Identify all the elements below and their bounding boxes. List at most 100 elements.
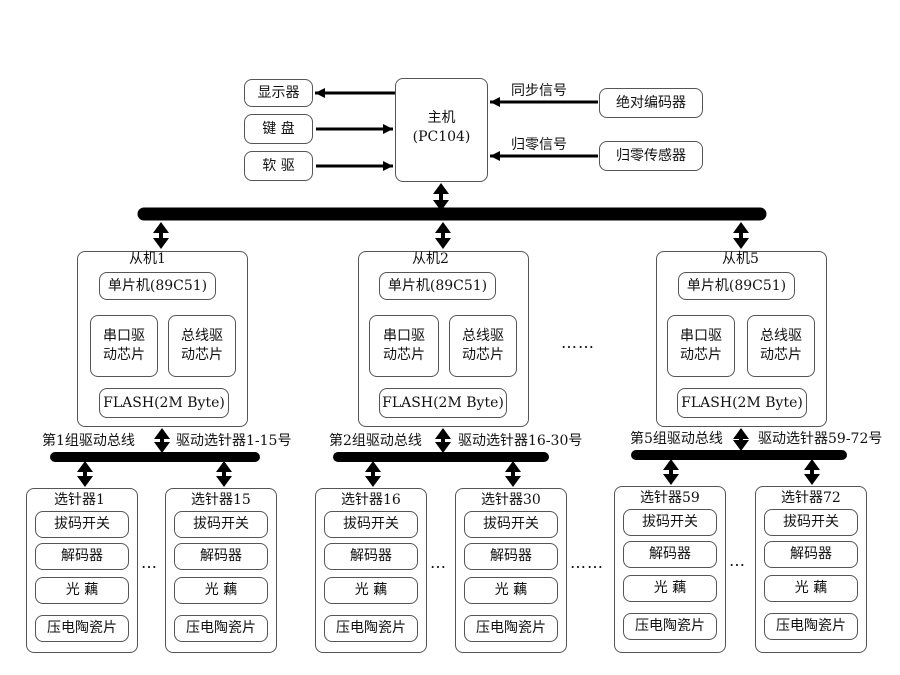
arrow-bus-sel59-head-up [663,459,679,470]
decoder-box: 解码器 [324,543,418,570]
host-title: 主机 [427,109,456,126]
arrow-bus-sel16-head-down [365,476,381,487]
arrow-bus-sel15-head-up [216,461,232,472]
arrow-host-bus-head-up [433,183,449,194]
decoder-box: 解码器 [35,543,129,570]
bus-label-5: 第5组驱动总线 [629,431,724,447]
selector-name: 选针器59 [640,490,700,506]
arrow-slave5-bus-head-down [733,440,749,451]
arrow-slave5-bus-head-up [733,428,749,439]
arrow-slave1-bus-head-down [154,442,170,453]
selector-box-15: 选针器15 拔码开关 解码器 光 藕 压电陶瓷片 [165,488,277,653]
dip-switch-box: 拔码开关 [324,511,418,538]
range-label-1: 驱动选针器1-15号 [175,433,293,449]
arrow-floppy-to-host-head [383,161,393,171]
zero-sensor-box: 归零传感器 [599,141,703,171]
arrow-host-to-display-head [315,88,325,98]
serial-driver-box: 串口驱 动芯片 [369,315,439,377]
arrow-sensor-to-host-head [490,151,500,161]
flash-box: FLASH(2M Byte) [677,388,807,418]
selector-name: 选针器15 [191,492,251,508]
arrow-bus-slave2-head-up [435,222,451,233]
optocoupler-box: 光 藕 [35,577,129,604]
piezo-box: 压电陶瓷片 [764,613,858,640]
keyboard-label: 键 盘 [262,120,295,137]
selector-name: 选针器16 [341,492,401,508]
arrow-bus-sel72-head-down [804,474,820,485]
arrow-host-bus-head-down [433,200,449,211]
optocoupler-box: 光 藕 [623,575,717,602]
dip-switch-box: 拔码开关 [764,509,858,536]
selector-box-59: 选针器59 拔码开关 解码器 光 藕 压电陶瓷片 [614,486,726,653]
arrow-slave2-bus-head-down [435,442,451,453]
selector-ellipsis-3: …… [570,553,604,572]
dip-switch-box: 拔码开关 [464,511,558,538]
selector-ellipsis-1: … [141,553,158,572]
bus-driver-box: 总线驱 动芯片 [168,315,236,377]
selector-name: 选针器30 [481,492,541,508]
arrow-bus-sel16-head-up [365,461,381,472]
arrow-bus-sel1-head-down [77,476,93,487]
piezo-box: 压电陶瓷片 [464,615,558,642]
serial-driver-box: 串口驱 动芯片 [90,315,158,377]
host-subtitle: (PC104) [412,128,471,145]
decoder-box: 解码器 [764,541,858,568]
slave-box-2: 从机2 单片机(89C51) 串口驱 动芯片 总线驱 动芯片 FLASH(2M … [358,251,529,427]
encoder-label: 绝对编码器 [616,94,686,111]
dip-switch-box: 拔码开关 [623,509,717,536]
slave-name: 从机1 [129,251,166,267]
piezo-box: 压电陶瓷片 [324,615,418,642]
arrow-encoder-to-host-head [490,97,500,107]
selector-box-1: 选针器1 拔码开关 解码器 光 藕 压电陶瓷片 [26,488,138,653]
selector-name: 选针器1 [54,492,105,508]
host-box: 主机 (PC104) [395,78,488,182]
arrow-bus-sel72-head-up [804,459,820,470]
selector-ellipsis-4: … [729,551,746,570]
arrow-bus-slave1-head-down [153,238,169,249]
optocoupler-box: 光 藕 [174,577,268,604]
bus-driver-box: 总线驱 动芯片 [449,315,517,377]
flash-box: FLASH(2M Byte) [99,388,229,418]
selector-box-72: 选针器72 拔码开关 解码器 光 藕 压电陶瓷片 [755,486,867,653]
arrow-bus-slave1-head-up [153,222,169,233]
decoder-box: 解码器 [174,543,268,570]
selector-ellipsis-2: … [430,553,447,572]
decoder-box: 解码器 [623,541,717,568]
flash-box: FLASH(2M Byte) [379,388,507,418]
serial-driver-box: 串口驱 动芯片 [667,315,735,377]
display-box: 显示器 [244,79,313,107]
floppy-label: 软 驱 [262,157,295,174]
decoder-box: 解码器 [464,543,558,570]
arrow-bus-slave5-head-up [733,222,749,233]
slave-box-5: 从机5 单片机(89C51) 串口驱 动芯片 总线驱 动芯片 FLASH(2M … [656,251,827,427]
optocoupler-box: 光 藕 [464,577,558,604]
encoder-box: 绝对编码器 [599,88,703,118]
piezo-box: 压电陶瓷片 [623,613,717,640]
dip-switch-box: 拔码开关 [35,511,129,538]
piezo-box: 压电陶瓷片 [35,615,129,642]
mcu-box: 单片机(89C51) [678,272,795,300]
arrow-bus-sel59-head-down [663,474,679,485]
mcu-box: 单片机(89C51) [99,272,216,300]
keyboard-box: 键 盘 [244,114,313,144]
slave-name: 从机5 [722,251,759,267]
optocoupler-box: 光 藕 [324,577,418,604]
bus-label-1: 第1组驱动总线 [41,433,136,449]
arrow-slave2-bus-head-up [435,428,451,439]
selector-name: 选针器72 [781,490,841,506]
floppy-box: 软 驱 [244,151,313,181]
bus-label-2: 第2组驱动总线 [328,433,423,449]
slave-name: 从机2 [412,251,449,267]
arrow-keyboard-to-host-head [383,124,393,134]
arrow-bus-sel30-head-down [505,476,521,487]
range-label-2: 驱动选针器16-30号 [457,433,584,449]
bus-driver-box: 总线驱 动芯片 [747,315,815,377]
zero-signal-label: 归零信号 [510,137,568,153]
mcu-box: 单片机(89C51) [379,272,496,300]
arrow-bus-sel1-head-up [77,461,93,472]
arrow-bus-sel15-head-down [216,476,232,487]
display-label: 显示器 [257,84,300,101]
optocoupler-box: 光 藕 [764,575,858,602]
